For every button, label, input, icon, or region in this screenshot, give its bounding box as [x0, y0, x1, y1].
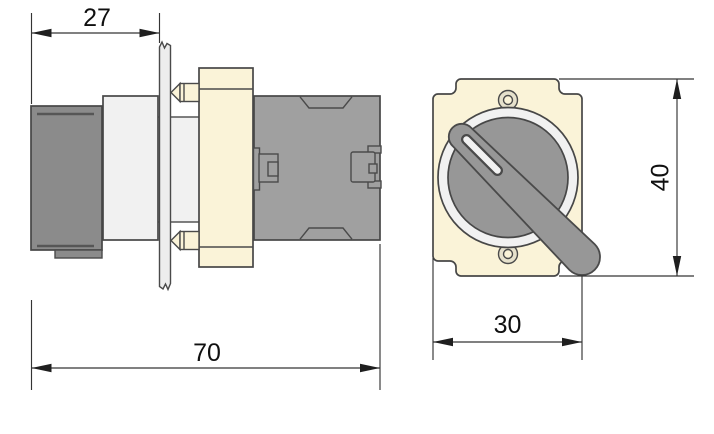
dimension-label-knob-depth: 27 [83, 4, 111, 32]
clamp-screw-top [170, 81, 200, 104]
contact-block-connector [350, 145, 382, 189]
arrowhead-right [360, 363, 380, 373]
dimension-label-plate-width: 30 [494, 311, 522, 339]
handle-slot [463, 136, 501, 174]
arrowhead-down [672, 256, 682, 276]
dimension-30: 30 [432, 258, 583, 360]
clamp-screw-bottom-body [179, 230, 200, 251]
dimension-70: 70 [30, 244, 381, 390]
arrowhead-left [433, 337, 453, 347]
dimension-label-plate-height: 40 [647, 164, 675, 192]
mounting-panel [158, 40, 172, 292]
dimension-label-overall-depth: 70 [193, 339, 221, 367]
side-view: 27 70 [30, 4, 382, 390]
clamp-screw-bottom-tip [170, 229, 181, 252]
front-view: 30 40 [432, 78, 694, 360]
dimension-27: 27 [30, 4, 161, 104]
arrowhead-left [31, 363, 52, 373]
arrowhead-right [562, 337, 582, 347]
contact-block-latch [252, 147, 279, 191]
dimension-40: 40 [559, 78, 694, 277]
clamp-screw-bottom [170, 229, 200, 252]
knob-side-step [54, 249, 103, 259]
plate-screw-top-hole [502, 94, 514, 106]
plate-screw-bottom [497, 243, 519, 265]
arrowhead-up [672, 79, 682, 99]
contact-block-notch-bottom [299, 227, 353, 240]
knob-side [30, 105, 103, 251]
connector-notch [368, 163, 378, 174]
bezel-side [102, 95, 159, 241]
arrowhead-left [31, 28, 52, 38]
plate-screw-bottom-hole [502, 248, 514, 260]
clamp-screw-top-body [179, 82, 200, 103]
clamp-screw-top-tip [170, 81, 181, 104]
mounting-nut [198, 67, 254, 268]
contact-block-notch-top [299, 96, 353, 109]
arrowhead-right [139, 28, 160, 38]
latch-inner [267, 161, 279, 177]
